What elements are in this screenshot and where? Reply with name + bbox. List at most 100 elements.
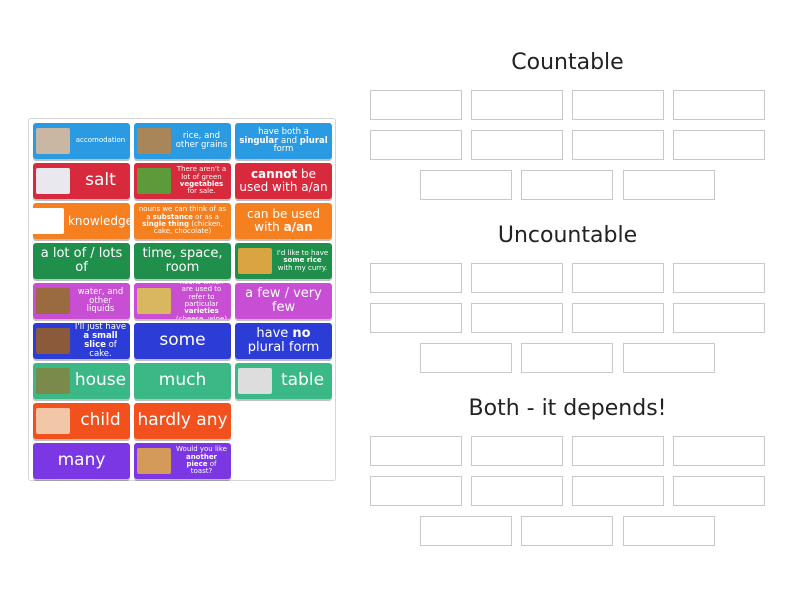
drop-slot[interactable] [370,130,462,160]
tile-text: a lot of / lots of [40,246,123,275]
tile-text: I'll just have [74,323,127,333]
tile-label: time, space, room [137,247,228,274]
cheese-image [137,288,171,314]
word-tile[interactable]: some [134,323,231,359]
word-tile[interactable]: rice, and other grains [134,123,231,159]
word-tile[interactable]: a lot of / lots of [33,243,130,279]
word-tile[interactable]: salt [33,163,130,199]
drop-slot[interactable] [420,516,512,546]
drop-slot[interactable] [673,303,765,333]
tile-text: substance [152,212,193,221]
word-tile[interactable]: a few / very few [235,283,332,319]
drop-slot[interactable] [471,90,563,120]
grains-image [137,128,171,154]
tile-text: house [74,370,127,391]
tile-label: accomodation [74,137,127,144]
word-tile[interactable]: I'll just have a small slice of cake. [33,323,130,359]
tile-text: child [80,410,121,431]
tile-text: cannot [250,167,298,182]
word-tile[interactable]: water, and other liquids [33,283,130,319]
drop-slot[interactable] [471,130,563,160]
word-tile[interactable]: hardly any [134,403,231,439]
drop-slot[interactable] [471,436,563,466]
tile-text: varieties [184,307,219,316]
drop-slot[interactable] [420,170,512,200]
drop-slot[interactable] [673,263,765,293]
drop-slot[interactable] [572,476,664,506]
drop-slot[interactable] [521,170,613,200]
drop-slot[interactable] [572,303,664,333]
word-tile[interactable]: house [33,363,130,399]
word-tile[interactable]: cannot be used with a/an [235,163,332,199]
word-tile[interactable]: accomodation [33,123,130,159]
drop-slot[interactable] [370,90,462,120]
drop-slot[interactable] [370,263,462,293]
word-tile[interactable]: have both a singular and plural form [235,123,332,159]
tile-label: There aren't a lot of green vegetables f… [175,166,228,195]
tile-label: nouns we can think of as a substance or … [137,205,228,236]
tile-label: can be used with a/an [238,208,329,233]
drop-slot[interactable] [673,476,765,506]
word-tile[interactable]: have no plural form [235,323,332,359]
tile-text: much [158,370,207,391]
drop-slot[interactable] [673,90,765,120]
tile-text: for sale. [187,187,216,196]
drop-slot[interactable] [623,516,715,546]
drop-slot[interactable] [673,436,765,466]
drop-slot[interactable] [572,130,664,160]
drop-slot[interactable] [623,170,715,200]
drop-slot[interactable] [521,343,613,373]
tile-label: have no plural form [238,327,329,354]
group-title: Both - it depends! [468,396,667,421]
tile-label: cannot be used with a/an [238,168,329,193]
tile-text: have both a [258,126,309,137]
word-tile[interactable]: nouns we can think of as a substance or … [134,203,231,239]
drop-slot[interactable] [521,516,613,546]
tile-text: or as a [192,212,219,221]
tile-label: hardly any [137,411,228,430]
tile-label: many [36,451,127,470]
drop-slot[interactable] [623,343,715,373]
drop-slot[interactable] [572,90,664,120]
drop-slot[interactable] [420,343,512,373]
drop-slot[interactable] [673,130,765,160]
tile-text: can be used with [246,207,321,234]
drop-slot[interactable] [471,263,563,293]
tile-text: plural form [247,340,320,355]
tile-text: There aren't a lot of green [176,165,227,181]
word-tile[interactable]: nouns which are used to refer to particu… [134,283,231,319]
word-tile[interactable]: I'd like to have some rice with my curry… [235,243,332,279]
knowledge-image [33,208,64,234]
word-tile[interactable]: knowledge [33,203,130,239]
tile-text: nouns we can think of as a [138,205,227,221]
vegetables-image [137,168,171,194]
drop-slot[interactable] [471,476,563,506]
tile-label: table [276,370,329,391]
drop-slot[interactable] [370,476,462,506]
bedroom-image [36,128,70,154]
drop-slot[interactable] [370,436,462,466]
word-tile[interactable]: much [134,363,231,399]
tile-text: some rice [283,256,322,265]
drop-slot[interactable] [572,263,664,293]
drop-slot[interactable] [572,436,664,466]
tile-label: some [137,330,228,351]
tile-label: have both a singular and plural form [238,126,329,155]
tile-text: form [273,144,294,155]
word-tile[interactable]: can be used with a/an [235,203,332,239]
tile-text: (chicken, cake, chocolate) [153,220,223,236]
word-tile[interactable]: child [33,403,130,439]
word-tile[interactable]: many [33,443,130,479]
tile-text: another piece [185,452,218,468]
word-tile[interactable]: There aren't a lot of green vegetables f… [134,163,231,199]
word-tile[interactable]: table [235,363,332,399]
tile-text: with my curry. [277,263,328,272]
drop-slot[interactable] [370,303,462,333]
tile-text: table [280,370,325,391]
tile-text: have [256,326,293,342]
word-tile[interactable]: time, space, room [134,243,231,279]
drop-slot[interactable] [471,303,563,333]
word-tile[interactable]: Would you like another piece of toast? [134,443,231,479]
tile-text: some [159,330,206,351]
tile-label: water, and other liquids [74,287,127,315]
